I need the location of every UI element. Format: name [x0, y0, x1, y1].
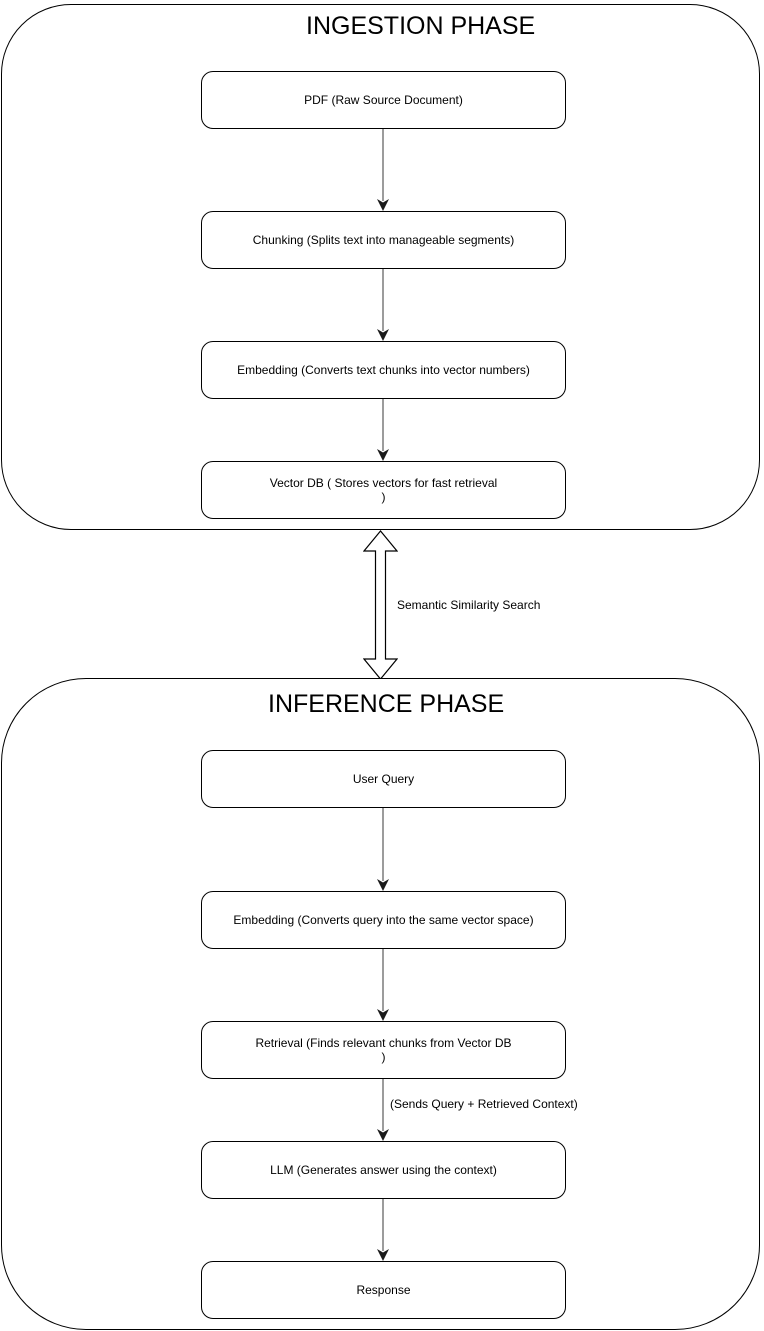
flow-box-llm-label: LLM (Generates answer using the context) — [270, 1163, 497, 1177]
flow-box-retrieval: Retrieval (Finds relevant chunks from Ve… — [201, 1021, 566, 1079]
flow-box-response: Response — [201, 1261, 566, 1319]
bidirectional-arrow — [363, 530, 398, 680]
ingestion-phase-title: INGESTION PHASE — [306, 12, 536, 40]
flow-box-chunking: Chunking (Splits text into manageable se… — [201, 211, 566, 269]
flow-box-embedding-ingest: Embedding (Converts text chunks into vec… — [201, 341, 566, 399]
down-arrow-retrieval-to-llm — [377, 1079, 389, 1141]
flow-box-vector-db-label: Vector DB ( Stores vectors for fast retr… — [269, 476, 498, 504]
down-arrow-userquery-to-embedding — [377, 808, 389, 891]
down-arrow-embedding-to-retrieval — [377, 949, 389, 1021]
flow-box-chunking-label: Chunking (Splits text into manageable se… — [252, 233, 515, 247]
flow-box-vector-db: Vector DB ( Stores vectors for fast retr… — [201, 461, 566, 519]
inference-phase-title: INFERENCE PHASE — [268, 690, 505, 718]
down-arrow-pdf-to-chunking — [377, 129, 389, 211]
flow-box-user-query-label: User Query — [352, 772, 415, 786]
flow-box-embedding-ingest-label: Embedding (Converts text chunks into vec… — [237, 363, 530, 377]
down-arrow-embedding-to-vectordb — [377, 399, 389, 461]
flow-box-pdf-label: PDF (Raw Source Document) — [304, 93, 463, 107]
flow-box-embedding-query-label: Embedding (Converts query into the same … — [233, 913, 534, 927]
sends-query-context-label: (Sends Query + Retrieved Context) — [390, 1097, 578, 1111]
flow-box-llm: LLM (Generates answer using the context) — [201, 1141, 566, 1199]
down-arrow-llm-to-response — [377, 1199, 389, 1261]
flow-box-embedding-query: Embedding (Converts query into the same … — [201, 891, 566, 949]
flow-box-retrieval-label: Retrieval (Finds relevant chunks from Ve… — [255, 1036, 512, 1064]
down-arrow-chunking-to-embedding — [377, 269, 389, 341]
semantic-similarity-search-label: Semantic Similarity Search — [397, 598, 541, 612]
flow-box-response-label: Response — [356, 1283, 411, 1297]
flow-box-user-query: User Query — [201, 750, 566, 808]
flow-box-pdf: PDF (Raw Source Document) — [201, 71, 566, 129]
